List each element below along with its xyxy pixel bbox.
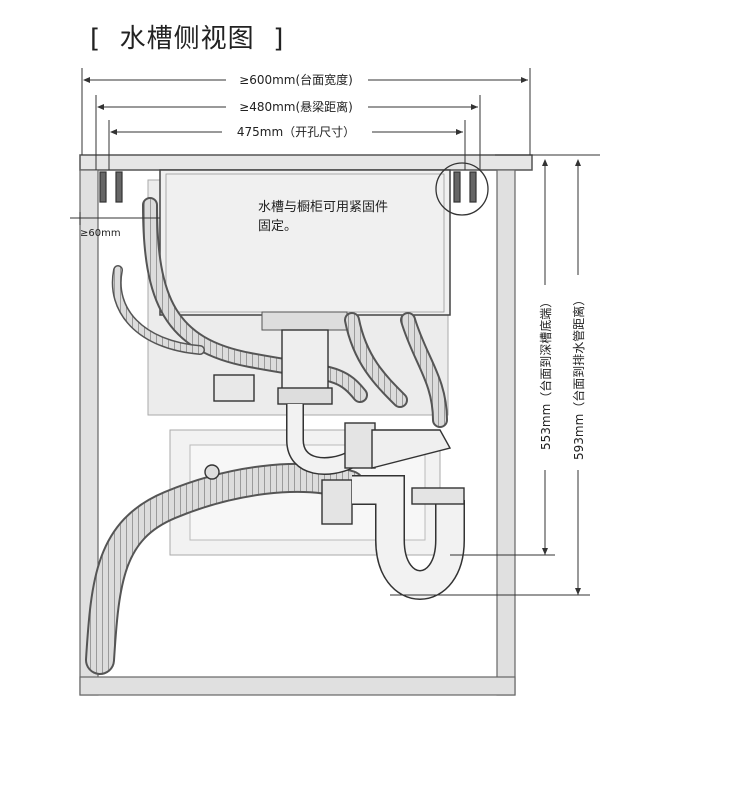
depth-to-sink-bottom-label: 553mm（台面到深槽底端） [538,296,553,450]
trap-nut-lower [321,479,353,525]
page-title: [ 水槽侧视图 ] [90,24,285,54]
side-clearance-label: ≥60mm [80,228,121,239]
cabinet-floor [79,676,516,696]
drain-strainer [261,311,348,331]
trap-outlet-cap [411,487,465,505]
drain-body [281,329,329,391]
trap-nut-upper [344,422,376,469]
drain-trap [204,329,465,600]
hanging-beam-label: ≥480mm(悬梁距离) [239,99,353,114]
mounting-note-line2: 固定。 [258,219,297,234]
depth-to-drain-label: 593mm（台面到排水管距离） [571,294,586,460]
mounting-note-line1: 水槽与橱柜可用紧固件 [258,200,388,215]
countertop-width-label: ≥600mm(台面宽度) [239,72,353,87]
mounting-clips [99,171,477,203]
cabinet-right-wall [496,169,516,696]
hole-size-label: 475mm（开孔尺寸） [237,125,355,139]
dishwasher-inlet [213,374,255,402]
sink-bowl [159,169,451,331]
clip-detail-circle [435,162,489,216]
floor-drain [204,464,220,480]
drain-hoses [85,197,448,675]
